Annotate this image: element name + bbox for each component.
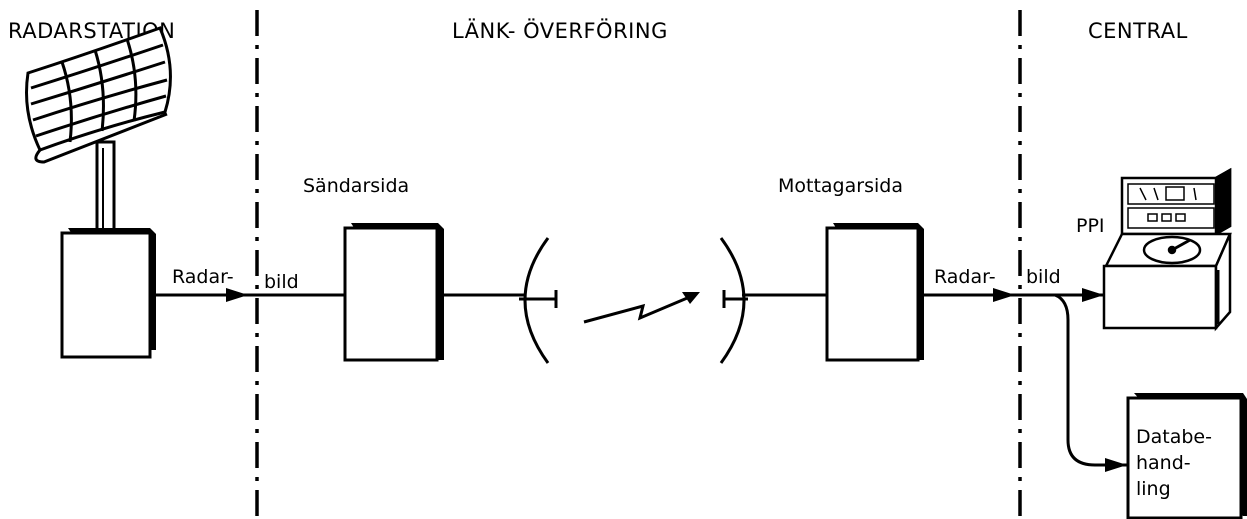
arrow-right-1 [993,288,1015,302]
radio-link-icon [583,292,700,324]
ppi-console-icon [1102,167,1232,332]
label-mottagarsida: Mottagarsida [778,175,903,197]
dish-antenna-right-icon [719,237,748,364]
databehandling-line-2: hand- [1136,452,1191,474]
arrow-left [226,288,248,302]
label-radar-right: Radar- [934,266,996,288]
databehandling-box [1126,393,1247,519]
sender-box [343,223,444,362]
databehandling-line-1: Databe- [1136,426,1212,448]
label-bild-right: bild [1026,266,1061,288]
header-central: CENTRAL [1088,19,1188,43]
receiver-box [825,223,924,362]
label-sandarsida: Sändarsida [303,175,409,197]
arrow-ppi [1082,288,1104,302]
branch-line [1054,293,1128,467]
radar-antenna-icon [25,26,172,164]
databehandling-line-3: ling [1136,478,1171,500]
label-ppi: PPI [1076,215,1105,237]
antenna-mast [95,140,116,240]
header-lank-overforing: LÄNK- ÖVERFÖRING [452,18,668,43]
dish-antenna-left-icon [519,237,558,364]
arrow-databehandling [1105,458,1127,472]
radar-unit-box [60,228,156,359]
label-radar-left: Radar- [172,266,234,288]
label-bild-left: bild [264,271,299,293]
